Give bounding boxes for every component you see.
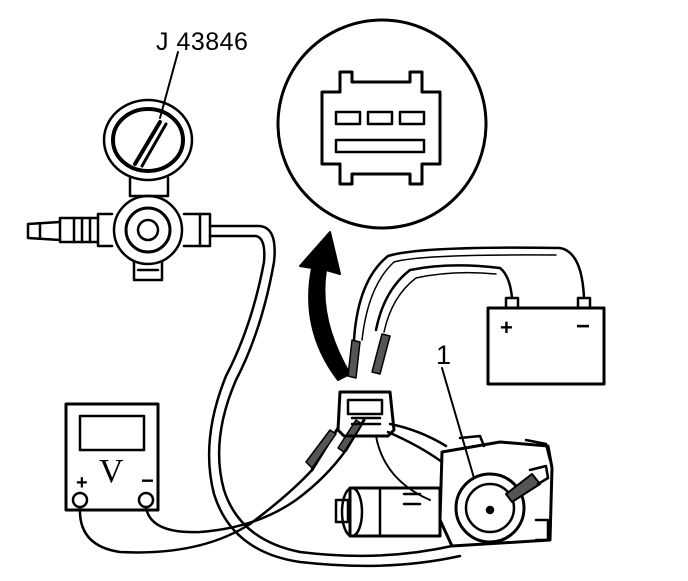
voltmeter-negative-label: −: [141, 468, 154, 493]
pump-cover-center: [485, 505, 495, 515]
zoom-arrow: [299, 231, 351, 381]
regulator-ring: [124, 206, 172, 254]
regulator-bottom-port: [132, 260, 164, 282]
battery-positive-label: +: [500, 315, 513, 340]
regulator-body: [112, 194, 184, 266]
connector-shell: [336, 390, 396, 438]
left-hose-fitting: [58, 216, 100, 244]
connector-detail-inset: [276, 18, 488, 230]
voltmeter-positive-jack: [71, 491, 89, 509]
tool-part-number-label: J 43846: [156, 28, 249, 56]
pump-cover-outer: [454, 472, 526, 544]
battery: [486, 296, 606, 386]
connector-latch: [346, 398, 384, 416]
pump-housing: [438, 440, 554, 548]
vacuum-gauge-tool: [26, 51, 212, 282]
voltmeter-positive-label: +: [76, 472, 88, 494]
voltmeter-display: [78, 414, 146, 452]
connector-terminal-cavity: [366, 110, 394, 126]
battery-negative-label: −: [576, 313, 591, 340]
voltmeter: [64, 402, 160, 512]
inset-circle: [276, 18, 488, 230]
gauge-needle-shadow: [140, 122, 168, 168]
pump-mount-ear: [534, 518, 550, 542]
motor-shaft: [334, 498, 350, 524]
pump-callout-number: 1: [436, 340, 452, 370]
vacuum-hose: [207, 224, 462, 568]
pump-top-tab: [458, 434, 486, 448]
connector-lower-cavity: [334, 138, 426, 154]
gauge-needle: [133, 120, 162, 166]
gauge-face: [111, 107, 185, 173]
regulator-left-port: [96, 212, 114, 248]
callout-leader-line: [441, 367, 475, 479]
pump-cover-inner: [464, 482, 516, 534]
voltmeter-negative-jack: [137, 491, 155, 509]
voltmeter-symbol: V: [99, 453, 124, 490]
tool-leader-line: [159, 51, 179, 119]
voltmeter-body: [64, 402, 160, 512]
pump-outlet-fitting: [528, 464, 550, 486]
motor-body: [348, 486, 442, 538]
regulator-right-port: [182, 212, 212, 248]
pump-top-tab: [524, 438, 552, 462]
connector-terminal-cavity: [398, 110, 426, 126]
battery-leads: [347, 246, 586, 379]
pump-motor-assembly: [334, 367, 554, 548]
harness-connector: [336, 390, 448, 501]
connector-terminal-cavity: [334, 110, 362, 126]
motor-end-cap: [340, 486, 364, 538]
connector-face: [320, 70, 442, 186]
regulator-center: [136, 218, 160, 242]
gauge-bezel: [102, 98, 194, 182]
battery-case: [486, 306, 606, 386]
left-fitting-tip: [26, 220, 62, 242]
